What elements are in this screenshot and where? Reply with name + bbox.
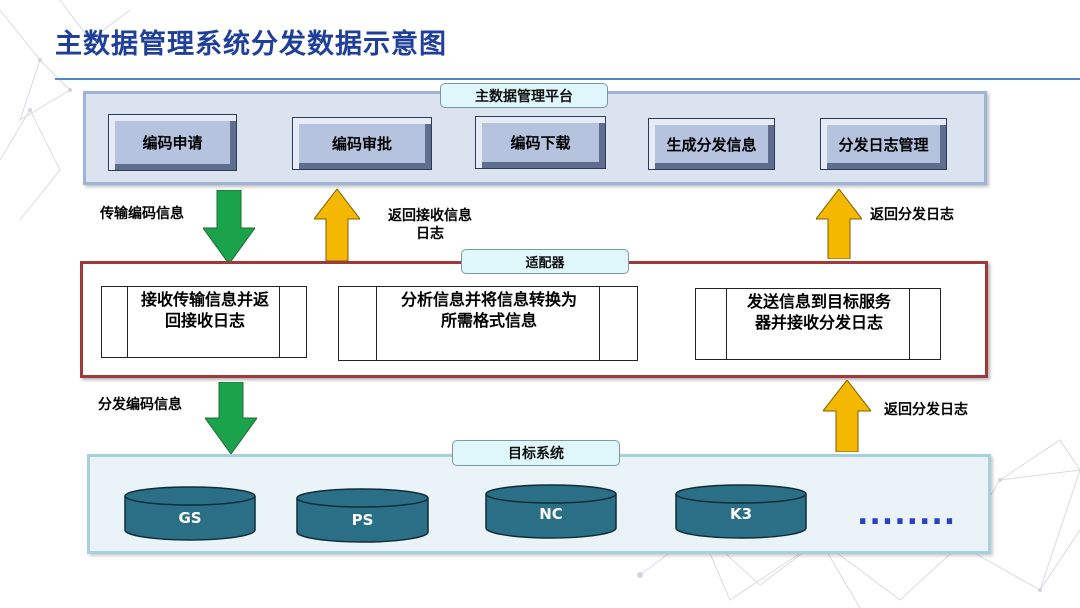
system-nc-cylinder: NC [485,484,617,540]
transmit-label: 传输编码信息 [100,206,184,222]
title-divider [55,78,1080,80]
return-dist-bottom-up-arrow [823,380,871,452]
transmit-down-arrow [203,190,255,264]
distribute-down-arrow [205,382,257,454]
system-nc-label: NC [539,505,563,523]
process-convert-line2: 所需格式信息 [440,311,537,330]
page-title: 主数据管理系统分发数据示意图 [55,29,447,60]
adapter-label: 适配器 [461,249,629,274]
return-receive-up-arrow [314,189,360,261]
generate-distribution-button[interactable]: 生成分发信息 [648,118,775,170]
process-convert: 分析信息并将信息转换为 所需格式信息 [338,286,638,361]
return-receive-label-line2: 日志 [416,226,444,242]
code-download-button[interactable]: 编码下载 [475,116,606,169]
code-apply-button[interactable]: 编码申请 [108,114,237,171]
system-k3-cylinder: K3 [675,484,807,540]
code-approve-button[interactable]: 编码审批 [292,117,432,170]
process-receive-line2: 回接收日志 [164,311,245,330]
platform-label: 主数据管理平台 [440,83,608,108]
return-dist-bottom-label: 返回分发日志 [884,402,968,418]
process-receive: 接收传输信息并返 回接收日志 [101,286,307,358]
target-label: 目标系统 [452,440,620,466]
process-send: 发送信息到目标服务 器并接收分发日志 [695,288,941,360]
system-k3-label: K3 [729,505,753,523]
process-send-line2: 器并接收分发日志 [754,313,883,332]
distribute-label: 分发编码信息 [98,397,182,413]
return-dist-top-up-arrow [816,189,862,259]
distribution-log-button[interactable]: 分发日志管理 [820,118,947,170]
return-receive-label-line1: 返回接收信息 [388,208,472,224]
process-receive-line1: 接收传输信息并返 [140,290,269,309]
system-ps-cylinder: PS [296,488,429,544]
return-receive-label: 返回接收信息 日志 [378,207,482,243]
process-convert-line1: 分析信息并将信息转换为 [400,290,577,309]
system-gs-cylinder: GS [124,486,256,542]
more-systems-ellipsis: ........ [857,497,957,532]
return-dist-top-label: 返回分发日志 [870,207,954,223]
system-gs-label: GS [178,509,202,527]
process-send-line1: 发送信息到目标服务 [746,292,891,311]
system-ps-label: PS [351,511,374,529]
